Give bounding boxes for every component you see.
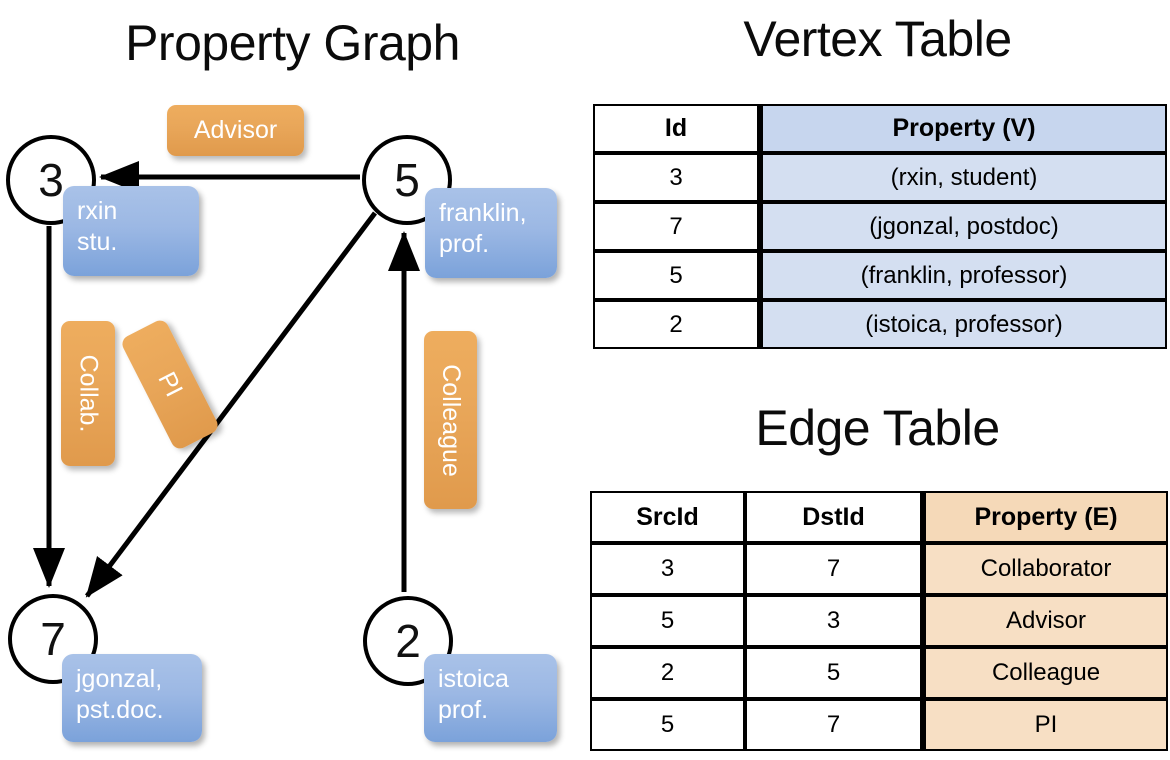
cell-property: (rxin, student) xyxy=(759,153,1167,202)
table-header-row: SrcId DstId Property (E) xyxy=(590,491,1168,543)
vertex-property-box-3: rxin stu. xyxy=(63,186,199,276)
cell-property: (jgonzal, postdoc) xyxy=(759,202,1167,251)
cell-property: (franklin, professor) xyxy=(759,251,1167,300)
cell-id: 7 xyxy=(593,202,759,251)
vertex-property-box-5: franklin, prof. xyxy=(425,188,557,278)
vertex-property-line-2: prof. xyxy=(439,229,490,258)
table-header-row: Id Property (V) xyxy=(593,104,1167,153)
vertex-table: Id Property (V) 3 (rxin, student) 7 (jgo… xyxy=(593,104,1167,349)
arrow-5-to-7 xyxy=(85,211,377,598)
vertex-property-box-7: jgonzal, pst.doc. xyxy=(62,654,202,742)
cell-property: Collaborator xyxy=(922,543,1168,595)
edge-label-text: PI xyxy=(152,367,189,402)
column-header-dstid: DstId xyxy=(745,491,922,543)
vertex-property-box-2: istoica prof. xyxy=(424,654,557,742)
vertex-node-5[interactable]: 5 xyxy=(362,135,452,225)
column-header-property: Property (V) xyxy=(759,104,1167,153)
property-graph-diagram: 3 5 7 2 rxin stu. franklin, prof. jgonza… xyxy=(6,105,557,742)
cell-property: Colleague xyxy=(922,647,1168,699)
page-title-edge-table: Edge Table xyxy=(755,400,1000,456)
cell-id: 5 xyxy=(593,251,759,300)
vertex-property-line-1: franklin, xyxy=(439,199,527,227)
vertex-property-line-1: jgonzal, xyxy=(76,665,163,693)
cell-dstid: 7 xyxy=(745,699,922,751)
cell-srcid: 2 xyxy=(590,647,745,699)
page-title-vertex-table: Vertex Table xyxy=(743,11,1012,67)
vertex-property-line-2: pst.doc. xyxy=(76,695,164,724)
edge-label-text: Colleague xyxy=(437,363,465,477)
cell-srcid: 5 xyxy=(590,699,745,751)
vertex-property-line-2: prof. xyxy=(438,695,489,724)
column-header-srcid: SrcId xyxy=(590,491,745,543)
page-title-property-graph: Property Graph xyxy=(125,15,460,71)
table-row[interactable]: 2 5 Colleague xyxy=(590,647,1168,699)
vertex-node-2[interactable]: 2 xyxy=(363,596,453,686)
table-row[interactable]: 5 3 Advisor xyxy=(590,595,1168,647)
edge-label-colleague: Colleague xyxy=(424,331,477,509)
edge-label-collab: Collab. xyxy=(61,321,115,466)
cell-property: PI xyxy=(922,699,1168,751)
column-header-property: Property (E) xyxy=(922,491,1168,543)
edge-label-text: Advisor xyxy=(193,116,278,144)
table-row[interactable]: 3 (rxin, student) xyxy=(593,153,1167,202)
vertex-property-line-2: stu. xyxy=(77,227,118,256)
vertex-property-line-1: istoica xyxy=(438,665,509,693)
cell-property: Advisor xyxy=(922,595,1168,647)
table-row[interactable]: 2 (istoica, professor) xyxy=(593,300,1167,349)
table-row[interactable]: 7 (jgonzal, postdoc) xyxy=(593,202,1167,251)
table-row[interactable]: 5 7 PI xyxy=(590,699,1168,751)
cell-id: 3 xyxy=(593,153,759,202)
edge-label-text: Collab. xyxy=(74,354,103,433)
table-row[interactable]: 5 (franklin, professor) xyxy=(593,251,1167,300)
cell-id: 2 xyxy=(593,300,759,349)
cell-srcid: 3 xyxy=(590,543,745,595)
edge-table: SrcId DstId Property (E) 3 7 Collaborato… xyxy=(590,491,1168,751)
cell-dstid: 7 xyxy=(745,543,922,595)
cell-srcid: 5 xyxy=(590,595,745,647)
cell-dstid: 3 xyxy=(745,595,922,647)
cell-dstid: 5 xyxy=(745,647,922,699)
column-header-id: Id xyxy=(593,104,759,153)
table-row[interactable]: 3 7 Collaborator xyxy=(590,543,1168,595)
graph-edges-layer xyxy=(33,161,420,598)
edge-label-advisor: Advisor xyxy=(167,105,304,156)
cell-property: (istoica, professor) xyxy=(759,300,1167,349)
vertex-property-line-1: rxin xyxy=(77,197,118,225)
